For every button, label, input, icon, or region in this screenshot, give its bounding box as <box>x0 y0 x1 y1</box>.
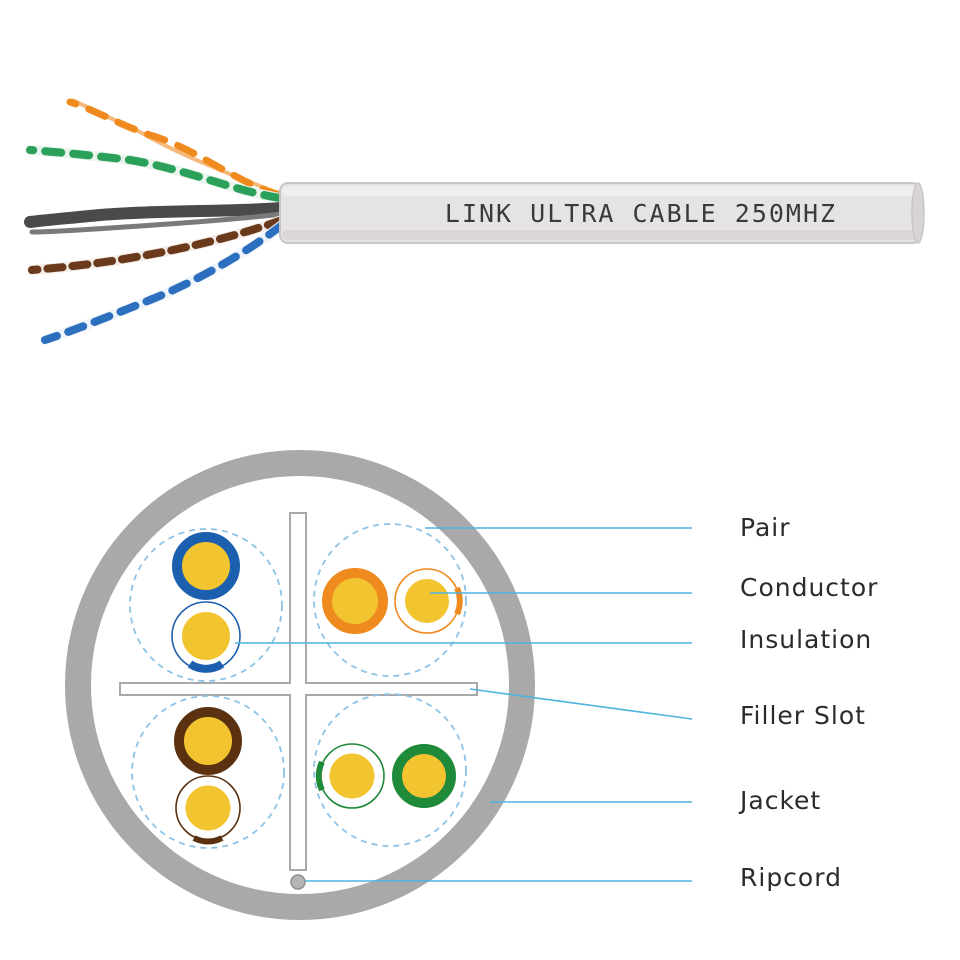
cable-print-text: LINK ULTRA CABLE 250MHZ <box>445 199 837 228</box>
wire-pair-orange <box>65 97 285 200</box>
leader-line-filler-slot <box>469 688 693 720</box>
wire-pair-blue <box>40 220 287 345</box>
wire-green-stripe <box>320 744 384 808</box>
wire-orange-stripe <box>395 569 459 633</box>
label-insulation: Insulation <box>740 625 872 654</box>
pair-green <box>315 743 456 809</box>
wire-pair-green <box>25 145 285 203</box>
wire-orange-solid <box>322 568 388 634</box>
callout-labels: Pair Conductor Insulation Filler Slot Ja… <box>738 513 878 892</box>
wire-green-solid <box>392 744 456 808</box>
pair-orange <box>322 568 463 634</box>
cable-cross-section: Pair Conductor Insulation Filler Slot Ja… <box>65 450 878 920</box>
wire-pair-gray <box>24 202 288 235</box>
pair-rings <box>129 523 467 849</box>
filler-spline <box>119 512 478 871</box>
pair-ring-blue <box>129 528 283 682</box>
label-conductor: Conductor <box>740 573 878 602</box>
pair-brown <box>174 707 242 845</box>
wire-blue-stripe <box>172 602 240 670</box>
cable-illustration: LINK ULTRA CABLE 250MHZ <box>24 97 925 345</box>
pair-ring-orange <box>313 523 467 677</box>
label-jacket: Jacket <box>738 786 821 815</box>
wire-brown-solid <box>174 707 242 775</box>
label-filler-slot: Filler Slot <box>740 701 866 730</box>
wire-blue-solid <box>172 532 240 600</box>
label-pair: Pair <box>740 513 791 542</box>
wire-pair-brown <box>27 215 287 275</box>
leader-lines <box>235 527 693 882</box>
wire-brown-stripe <box>176 776 240 840</box>
label-ripcord: Ripcord <box>740 863 842 892</box>
pair-ring-green <box>313 693 467 847</box>
ripcord-dot <box>290 874 306 890</box>
pair-ring-brown <box>131 695 285 849</box>
pair-blue <box>171 532 241 673</box>
